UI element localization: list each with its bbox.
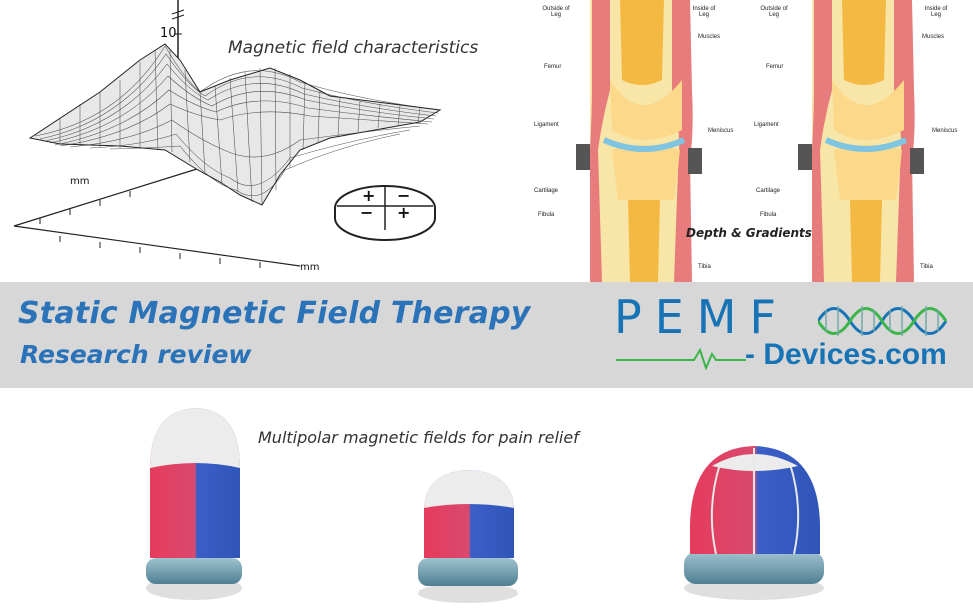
knee-right-inside-label: Inside of Leg	[924, 6, 948, 18]
knee-left-outside-label: Outside of Leg	[542, 6, 570, 18]
magnet-sign-2: −	[397, 186, 411, 205]
magnets-illustration	[146, 408, 824, 603]
knee-right-fibula-label: Fibula	[760, 212, 777, 218]
knee-left-meniscus-label: Meniscus	[708, 128, 734, 134]
knee-diagram-panel: Outside of Leg Inside of Leg Muscles Fem…	[532, 0, 973, 282]
depth-gradients-caption: Depth & Gradients	[686, 226, 812, 240]
knee-right-outside-label: Outside of Leg	[760, 6, 788, 18]
magnet-disc-icon	[334, 185, 436, 241]
magnet-sign-1: +	[362, 186, 376, 205]
logo-domain-text: - Devices.com	[745, 338, 947, 371]
knee-left-fibula-label: Fibula	[538, 212, 555, 218]
pulse-line-icon	[616, 347, 746, 370]
knee-left-cartilage-label: Cartilage	[534, 188, 559, 194]
dna-helix-icon	[818, 306, 948, 336]
axis-tick-10: 10	[160, 26, 177, 41]
knee-right-meniscus-label: Meniscus	[932, 128, 958, 134]
magnet-dome	[684, 446, 824, 600]
knee-right-cartilage-label: Cartilage	[756, 188, 781, 194]
knee-left-femur-label: Femur	[544, 64, 562, 70]
axis-unit-bottom: mm	[300, 262, 320, 273]
logo-pemf-text: PEMF	[614, 290, 789, 344]
knee-left-muscles-label: Muscles	[698, 34, 721, 40]
knee-left-inside-label: Inside of Leg	[692, 6, 716, 18]
banner-subtitle: Research review	[20, 340, 252, 369]
title-banner	[0, 282, 973, 388]
knee-right-muscles-label: Muscles	[922, 34, 945, 40]
field-plot-panel: 10 mm mm + − − + Magnetic field characte…	[0, 0, 520, 282]
magnet-small	[418, 470, 518, 603]
knee-left-ligament-label: Ligament	[534, 122, 559, 128]
knee-right-femur-label: Femur	[766, 64, 784, 70]
magnet-sign-3: −	[360, 203, 374, 222]
magnets-photo-panel: Multipolar magnetic fields for pain reli…	[0, 388, 973, 608]
knee-anatomy-illustration	[576, 0, 924, 282]
knee-right-ligament-label: Ligament	[754, 122, 779, 128]
magnet-sign-4: +	[397, 203, 411, 222]
field-caption: Magnetic field characteristics	[228, 38, 479, 58]
knee-left-tibia-label: Tibia	[698, 264, 711, 270]
magnet-tall	[146, 408, 242, 600]
banner-title: Static Magnetic Field Therapy	[18, 296, 531, 331]
axis-unit-left: mm	[70, 176, 90, 187]
field-surface-plot	[13, 0, 442, 268]
multipolar-caption: Multipolar magnetic fields for pain reli…	[258, 428, 579, 447]
knee-right-tibia-label: Tibia	[920, 264, 933, 270]
